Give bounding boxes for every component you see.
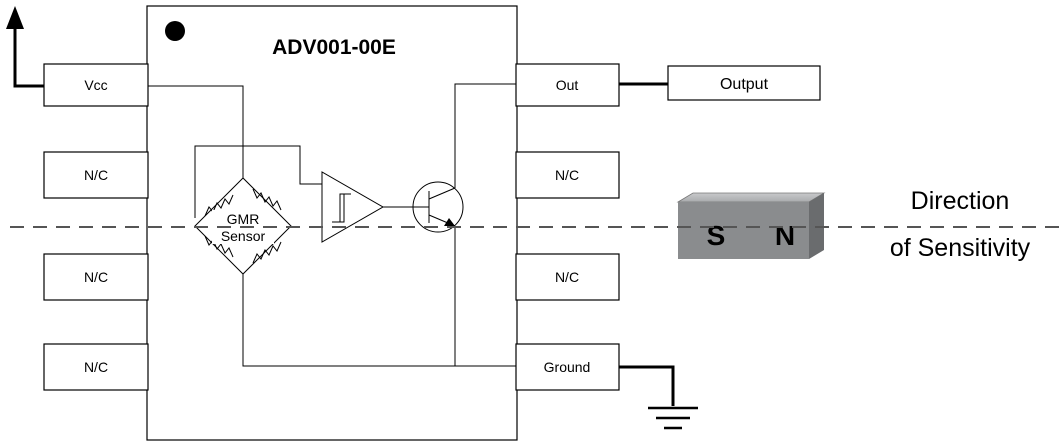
output-box: Output xyxy=(667,65,821,101)
magnet-south-label: S xyxy=(707,220,726,251)
magnet-north-label: N xyxy=(775,220,795,251)
pin-label-left-2: N/C xyxy=(84,167,108,183)
left-pin-2: N/C xyxy=(43,151,149,199)
ground-icon xyxy=(648,406,698,430)
pin-label-ground: Ground xyxy=(544,359,591,375)
pin1-indicator-dot xyxy=(165,21,185,41)
right-pin-out: Out xyxy=(515,63,620,107)
up-arrow-icon xyxy=(6,6,24,29)
ground-wire xyxy=(619,365,675,406)
pin-label-left-3: N/C xyxy=(84,269,108,285)
magnet: S N xyxy=(676,192,826,259)
sensor-label: Sensor xyxy=(221,228,266,244)
pin-label-right-3: N/C xyxy=(555,269,579,285)
right-pin-3: N/C xyxy=(515,253,620,301)
pin-label-left-4: N/C xyxy=(84,359,108,375)
right-pin-2: N/C xyxy=(515,151,620,199)
left-pin-vcc: Vcc xyxy=(43,63,149,107)
vcc-arrow xyxy=(13,28,44,88)
sensitivity-label: of Sensitivity xyxy=(890,234,1031,262)
transistor-icon xyxy=(412,181,464,233)
pin-label-out: Out xyxy=(556,77,579,93)
right-pin-ground: Ground xyxy=(515,343,620,391)
gmr-bridge xyxy=(194,177,292,275)
left-pin-3: N/C xyxy=(43,253,149,301)
gmr-label: GMR xyxy=(227,211,260,227)
direction-label: Direction xyxy=(911,187,1010,215)
schmitt-trigger-icon xyxy=(321,171,385,243)
internal-wiring xyxy=(148,83,516,367)
pin-label-right-2: N/C xyxy=(555,167,579,183)
emitter-arrow-icon xyxy=(444,218,455,226)
output-label: Output xyxy=(720,76,769,93)
pin-label-vcc: Vcc xyxy=(84,77,107,93)
part-number-title: ADV001-00E xyxy=(272,36,396,59)
left-pin-4: N/C xyxy=(43,343,149,391)
